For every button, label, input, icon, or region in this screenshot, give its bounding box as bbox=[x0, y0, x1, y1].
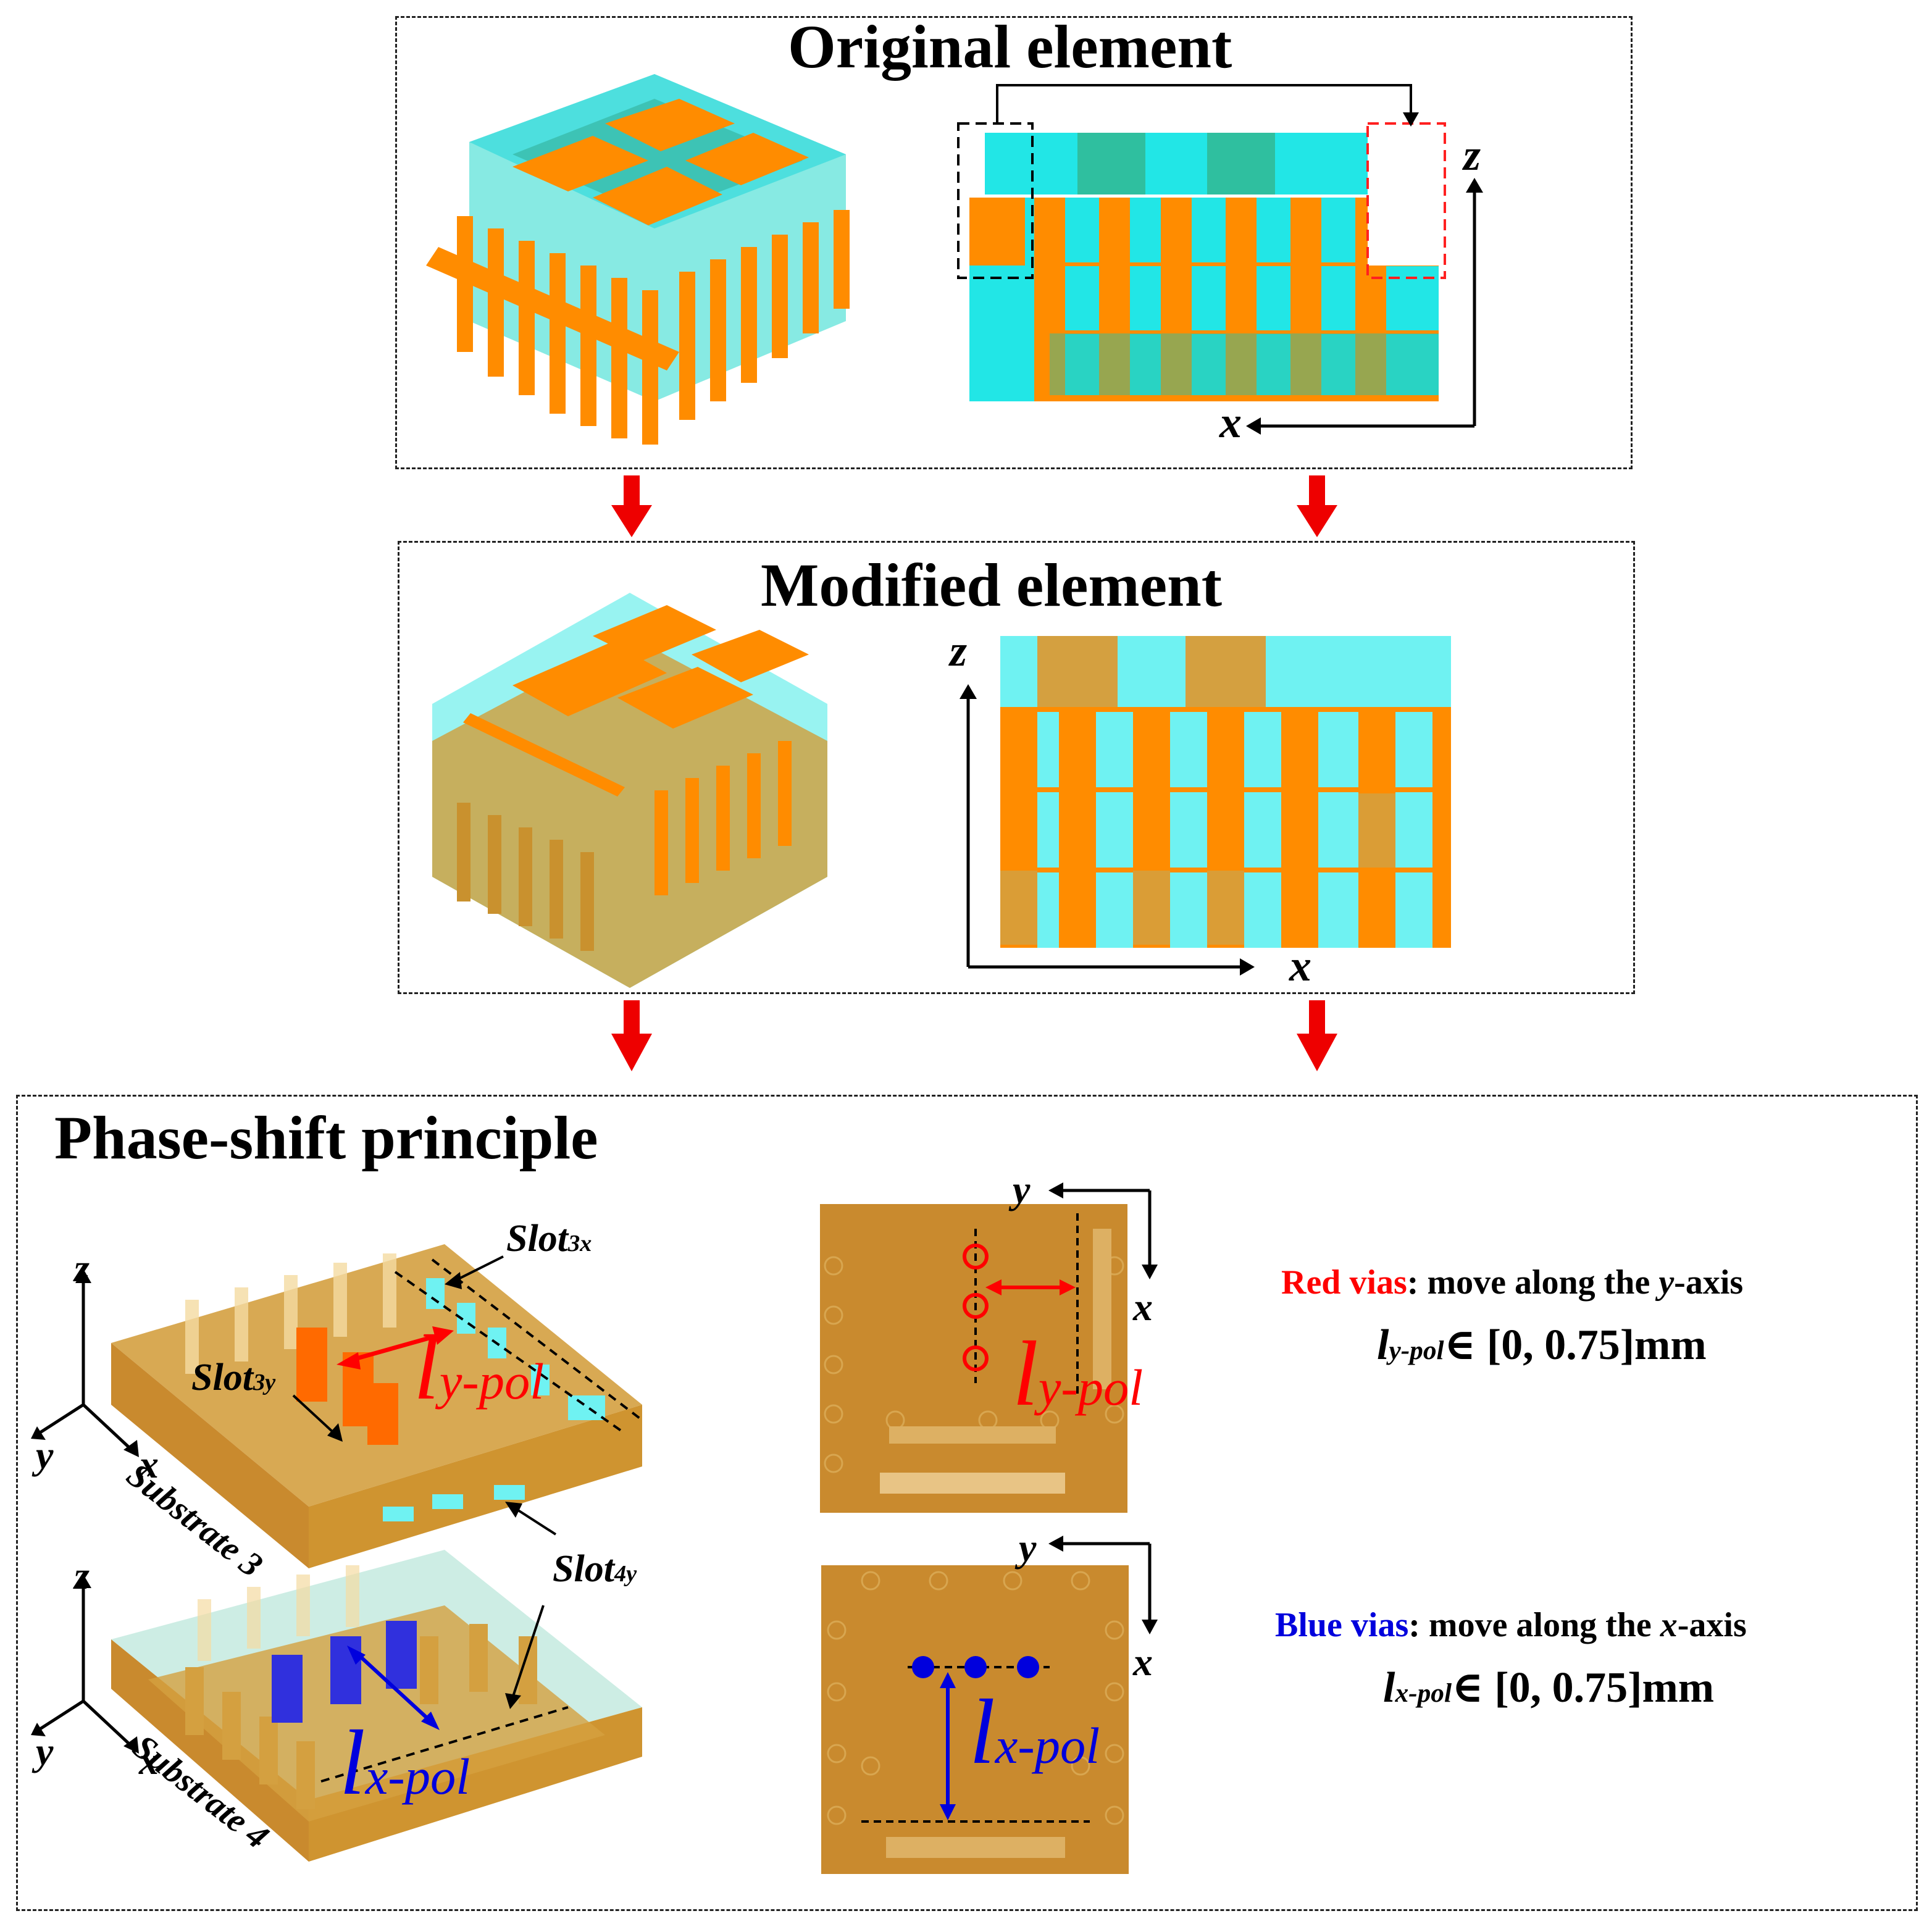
sub4-x-label: x bbox=[139, 1739, 159, 1783]
sub4-y-label: y bbox=[36, 1730, 54, 1773]
top-blue-y-label: y bbox=[1019, 1526, 1037, 1570]
original-iso-view bbox=[426, 74, 850, 445]
red-vias-description: Red vias: move along the y-axis bbox=[1281, 1263, 1744, 1302]
modified-side-view bbox=[960, 636, 1451, 976]
substrate-4-view bbox=[31, 1550, 642, 1862]
original-element-title: Original element bbox=[788, 12, 1232, 81]
modified-iso-view bbox=[432, 593, 827, 988]
top-view-red bbox=[820, 1182, 1158, 1513]
sub4-z-label: z bbox=[74, 1554, 90, 1597]
modified-x-axis-label: x bbox=[1289, 941, 1311, 990]
top-blue-x-label: x bbox=[1133, 1640, 1153, 1684]
top-view-blue bbox=[821, 1536, 1158, 1874]
lx-pol-top-label: lx-pol bbox=[969, 1681, 1100, 1783]
original-element-panel bbox=[395, 16, 1633, 469]
modified-element-panel bbox=[398, 541, 1635, 994]
blue-vias-description: Blue vias: move along the x-axis bbox=[1275, 1606, 1747, 1644]
sub3-x-label: x bbox=[139, 1442, 159, 1486]
phase-shift-principle-panel bbox=[16, 1095, 1918, 1911]
ly-pol-iso-label: ly-pol bbox=[414, 1316, 545, 1419]
lx-pol-iso-label: lx-pol bbox=[340, 1712, 470, 1814]
ly-pol-top-label: ly-pol bbox=[1013, 1323, 1144, 1425]
sub3-z-label: z bbox=[74, 1246, 90, 1290]
lx-pol-range: lx-pol∈ [0, 0.75]mm bbox=[1383, 1664, 1715, 1712]
slot-4y-label: Slot4y bbox=[553, 1548, 637, 1590]
phase-shift-principle-title: Phase-shift principle bbox=[54, 1103, 598, 1172]
original-x-axis-label: x bbox=[1219, 398, 1242, 447]
top-red-x-label: x bbox=[1133, 1285, 1153, 1329]
slot-3x-label: Slot3x bbox=[506, 1218, 592, 1260]
modified-element-title: Modified element bbox=[761, 551, 1223, 619]
original-side-view bbox=[957, 84, 1483, 435]
sub3-y-label: y bbox=[36, 1433, 54, 1477]
substrate-3-view bbox=[31, 1244, 643, 1568]
ly-pol-range: ly-pol∈ [0, 0.75]mm bbox=[1377, 1321, 1707, 1369]
slot-3y-label: Slot3y bbox=[191, 1357, 276, 1399]
top-red-y-label: y bbox=[1013, 1168, 1031, 1211]
original-z-axis-label: z bbox=[1463, 130, 1481, 180]
modified-z-axis-label: z bbox=[950, 626, 968, 675]
